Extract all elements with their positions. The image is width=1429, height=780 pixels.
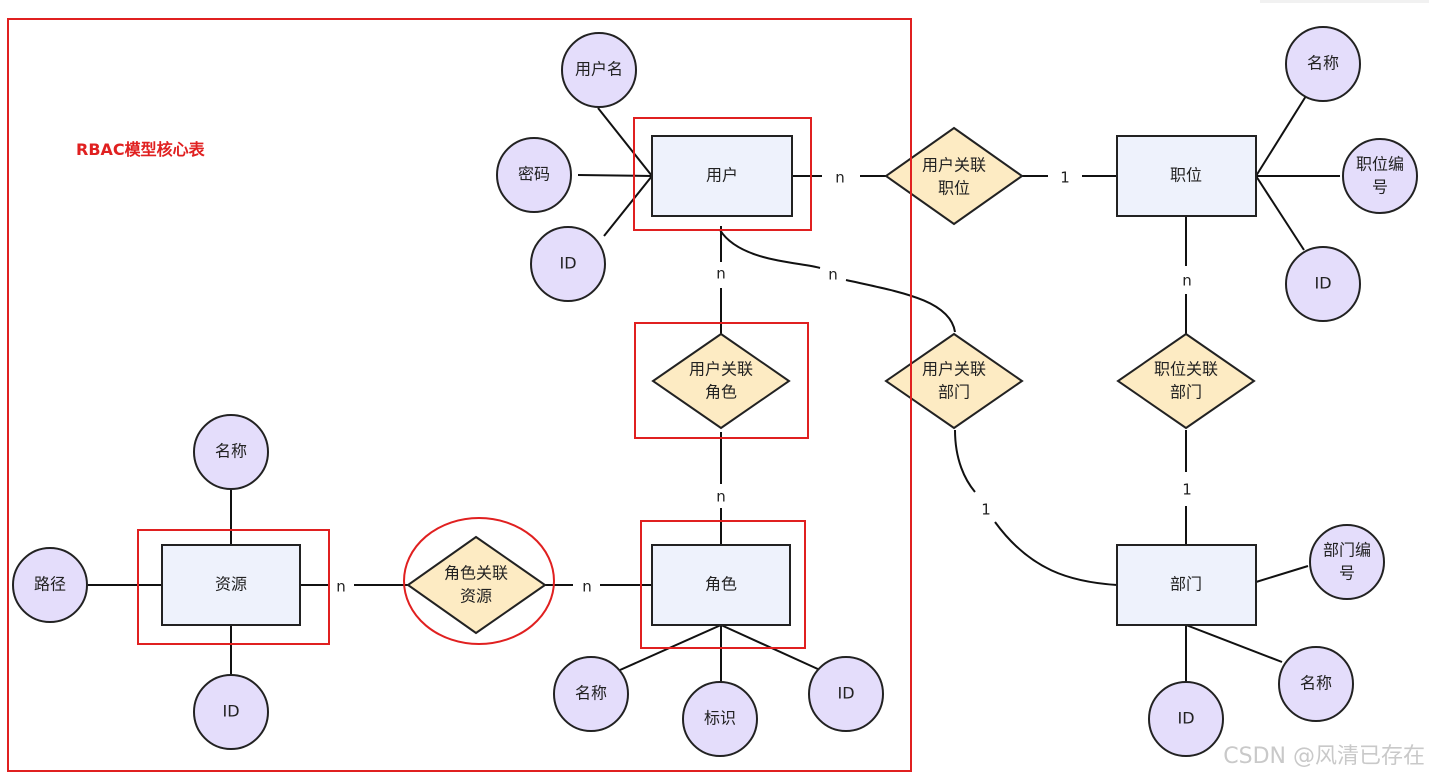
entity-resource-label: 资源 [215, 575, 247, 594]
highlight-annotations [7, 18, 912, 772]
attr-department-name: 名称 [1278, 646, 1354, 722]
attr-department-code: 部门编 号 [1309, 524, 1385, 600]
attr-position-name: 名称 [1285, 26, 1361, 102]
entity-position: 职位 [1116, 135, 1257, 217]
card-position-upos: 1 [1060, 169, 1070, 187]
relation-position-department-line2: 部门 [1170, 383, 1202, 402]
attr-user-id-label: ID [559, 254, 576, 273]
relation-user-position-line2: 职位 [938, 179, 970, 198]
relation-position-department: 职位关联 部门 [1116, 332, 1256, 430]
relation-user-role-line1: 用户关联 [689, 360, 753, 379]
attr-department-name-label: 名称 [1300, 674, 1332, 693]
attr-user-password-label: 密码 [518, 165, 550, 184]
card-user-urole: n [716, 265, 726, 283]
attr-department-id-label: ID [1177, 709, 1194, 728]
connector-dept-name [1185, 624, 1283, 663]
entity-department-label: 部门 [1170, 575, 1202, 594]
attr-user-username-label: 用户名 [575, 60, 623, 79]
card-dept-udept: 1 [981, 501, 991, 519]
attr-resource-id: ID [193, 674, 269, 750]
connector-dept-code [1255, 565, 1309, 583]
attr-department-code-line2: 号 [1339, 564, 1355, 583]
attr-position-id-label: ID [1314, 274, 1331, 293]
highlight-role [640, 520, 806, 649]
highlight-user-role [634, 322, 809, 439]
entity-resource: 资源 [161, 544, 301, 626]
connector-user-username [597, 107, 653, 177]
attr-user-password: 密码 [496, 137, 572, 213]
attr-resource-path: 路径 [12, 547, 88, 623]
card-dept-posdept: 1 [1182, 481, 1192, 499]
attr-position-code-line1: 职位编 [1356, 155, 1404, 174]
relation-role-resource: 角色关联 资源 [406, 535, 547, 635]
card-resource-rr: n [336, 578, 346, 596]
attr-role-id: ID [808, 656, 884, 732]
highlight-user [633, 117, 812, 231]
relation-role-resource-line1: 角色关联 [444, 564, 508, 583]
connector-user-udept-a [719, 229, 821, 269]
highlight-resource [137, 529, 330, 645]
relation-role-resource-line2: 资源 [460, 587, 492, 606]
attr-role-name-label: 名称 [575, 684, 607, 703]
connector-position-name [1255, 95, 1307, 177]
connector-udept-dept-b [994, 521, 1118, 586]
watermark: CSDN @风清已存在 [1223, 744, 1425, 769]
entity-user: 用户 [651, 135, 793, 217]
cardinalities: n 1 n n n 1 n 1 n n [336, 169, 1192, 596]
attr-user-id: ID [530, 226, 606, 302]
attr-department-id: ID [1148, 681, 1224, 757]
relation-user-department-line2: 部门 [938, 383, 970, 402]
relation-position-department-line1: 职位关联 [1154, 360, 1218, 379]
attr-user-username: 用户名 [561, 32, 637, 108]
relation-user-role: 用户关联 角色 [651, 332, 791, 430]
relation-user-department-line1: 用户关联 [922, 360, 986, 379]
highlight-role-resource [403, 517, 555, 645]
window-tab-strip [1260, 0, 1429, 3]
relation-user-position-line1: 用户关联 [922, 156, 986, 175]
attr-position-code: 职位编 号 [1342, 138, 1418, 214]
connector-user-id [603, 175, 653, 237]
card-user-upos: n [835, 169, 845, 187]
card-user-udept: n [828, 266, 838, 284]
relation-user-position: 用户关联 职位 [884, 126, 1024, 226]
highlight-core-tables-frame [7, 18, 912, 772]
attr-resource-id-label: ID [222, 702, 239, 721]
attr-position-name-label: 名称 [1307, 54, 1339, 73]
diagram-title: RBAC模型核心表 [76, 140, 205, 159]
attr-resource-name: 名称 [193, 414, 269, 490]
card-role-urole: n [716, 488, 726, 506]
attr-position-id: ID [1285, 246, 1361, 322]
relation-user-role-line2: 角色 [705, 383, 737, 402]
card-role-rr: n [582, 578, 592, 596]
entity-department: 部门 [1116, 544, 1257, 626]
entity-user-label: 用户 [706, 166, 738, 185]
connector-user-password [577, 174, 653, 177]
connectors [88, 95, 1340, 682]
attr-position-code-line2: 号 [1372, 178, 1388, 197]
attr-resource-name-label: 名称 [215, 442, 247, 461]
entity-position-label: 职位 [1170, 166, 1202, 185]
attr-role-tag: 标识 [682, 681, 758, 757]
attr-department-code-line1: 部门编 [1323, 541, 1371, 560]
connector-user-udept-b [845, 279, 956, 333]
connector-udept-dept-a [954, 429, 976, 493]
entity-role-label: 角色 [705, 575, 737, 594]
entity-role: 角色 [651, 544, 791, 626]
attr-role-tag-label: 标识 [704, 709, 736, 728]
relation-user-department: 用户关联 部门 [884, 332, 1024, 430]
attr-role-name: 名称 [553, 656, 629, 732]
attr-resource-path-label: 路径 [34, 575, 66, 594]
attr-role-id-label: ID [837, 684, 854, 703]
card-position-posdept: n [1182, 272, 1192, 290]
connector-position-id [1255, 175, 1305, 251]
